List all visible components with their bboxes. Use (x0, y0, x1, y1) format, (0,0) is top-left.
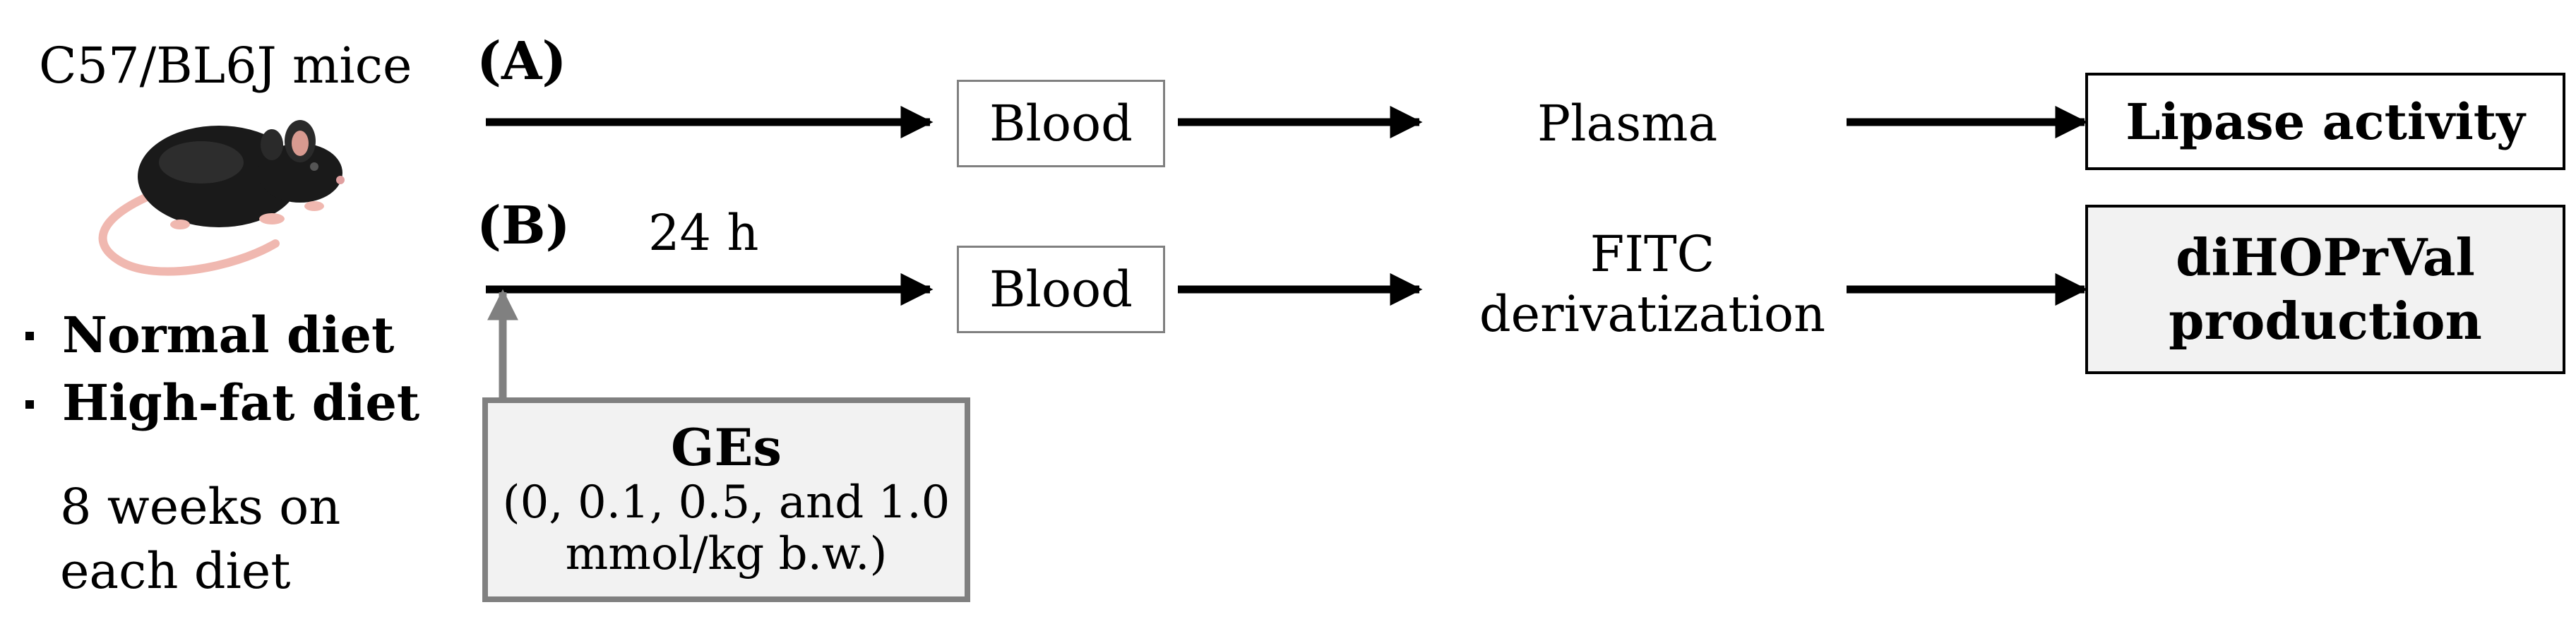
path-b-label: (B) (477, 196, 571, 256)
bullet-icon (25, 400, 34, 409)
duration-line-2: each diet (60, 542, 291, 600)
dihoprval-production-box: diHOPrVal production (2085, 205, 2565, 374)
duration-line-1: 8 weeks on (60, 478, 341, 536)
bullet-icon (25, 332, 34, 340)
ges-doses-line-1: (0, 0.1, 0.5, and 1.0 (502, 476, 950, 529)
path-a-label: (A) (477, 31, 567, 92)
lipase-activity-box: Lipase activity (2085, 73, 2565, 170)
diet-normal: Normal diet (62, 306, 395, 364)
ges-doses-line-2: mmol/kg b.w.) (565, 528, 888, 581)
time-label: 24 h (648, 204, 759, 262)
blood-box-a: Blood (957, 80, 1165, 167)
blood-box-b: Blood (957, 246, 1165, 333)
fitc-derivatization-label: FITC derivatization (1479, 225, 1826, 344)
plasma-label: Plasma (1537, 95, 1718, 152)
ges-treatment-box: GEs (0, 0.1, 0.5, and 1.0 mmol/kg b.w.) (482, 397, 970, 602)
diet-high-fat: High-fat diet (62, 373, 420, 432)
mice-strain-label: C57/BL6J mice (39, 37, 412, 95)
ges-title: GEs (671, 417, 782, 477)
